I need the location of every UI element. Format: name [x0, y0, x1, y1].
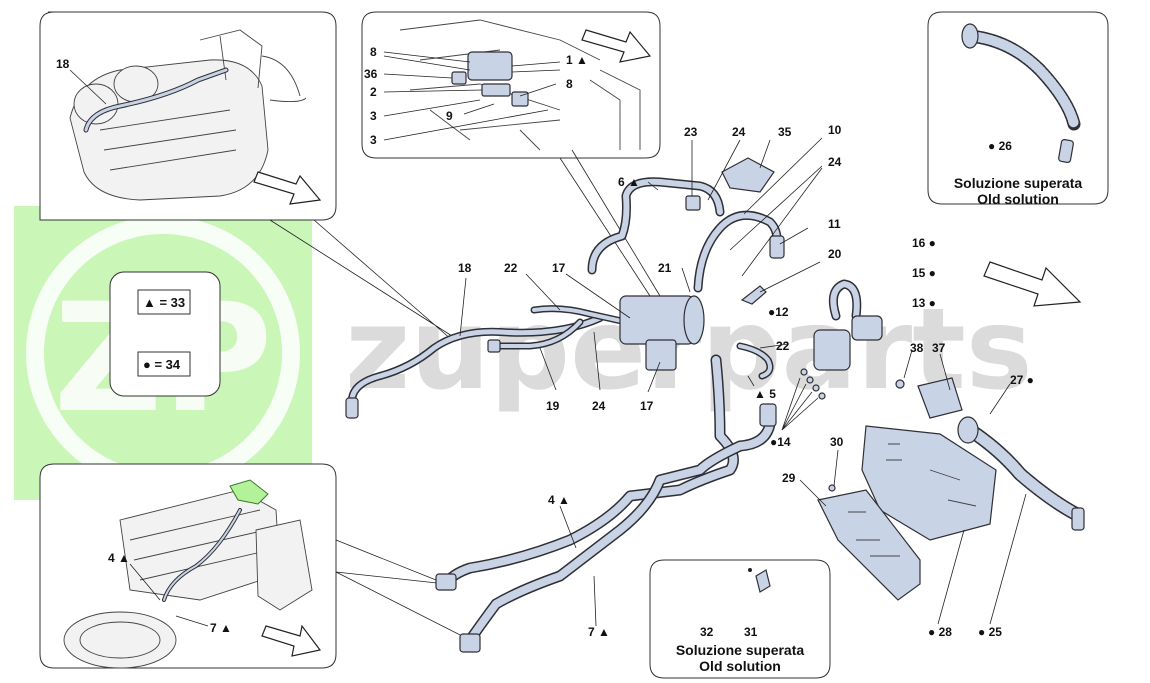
callout-14: ●14 [770, 435, 791, 449]
callout-37: 37 [932, 341, 946, 355]
detail-label-8a: 8 [370, 45, 377, 59]
callout-labels: 23 24 35 10 6 ▲ 24 11 20 21 18 22 17 16 … [458, 123, 1034, 639]
inset-leaders [269, 149, 661, 641]
callout-10: 10 [828, 123, 842, 137]
callout-21: 21 [658, 261, 672, 275]
callout-18: 18 [458, 261, 472, 275]
callout-16: 16 ● [912, 236, 936, 250]
detail-label-36: 36 [364, 67, 378, 81]
detail-label-2: 2 [370, 85, 377, 99]
callout-17-bottom: 17 [640, 399, 654, 413]
engine-bottom-label-7: 7 ▲ [210, 621, 232, 635]
callout-4: 4 ▲ [548, 493, 570, 507]
direction-arrow-icon [983, 261, 1082, 307]
direction-arrow-icon [253, 171, 322, 205]
callout-24-right: 24 [828, 155, 842, 169]
callout-19: 19 [546, 399, 560, 413]
callout-27: 27 ● [1010, 373, 1034, 387]
callout-13: 13 ● [912, 296, 936, 310]
callout-5: ▲ 5 [754, 387, 776, 401]
callout-15: 15 ● [912, 266, 936, 280]
engine-bottom-label-4: 4 ▲ [108, 551, 130, 565]
detail-inset-top: 8 1 ▲ 36 8 2 3 9 3 [361, 11, 661, 159]
callout-12: ●12 [768, 305, 789, 319]
detail-label-3b: 3 [370, 133, 377, 147]
old-solution-inset-bottom: 32 31 Soluzione superata Old solution [649, 559, 831, 679]
callout-17-top: 17 [552, 261, 566, 275]
callout-28: ● 28 [928, 625, 952, 639]
legend-circle-entry: ● = 34 [143, 357, 181, 372]
direction-arrow-icon [261, 624, 322, 657]
callout-6: 6 ▲ [618, 175, 640, 189]
callout-23: 23 [684, 125, 698, 139]
callout-22-left: 22 [504, 261, 518, 275]
old-solution-top-caption-it: Soluzione superata [954, 175, 1083, 191]
detail-label-9: 9 [446, 109, 453, 123]
detail-label-3a: 3 [370, 109, 377, 123]
callout-20: 20 [828, 247, 842, 261]
engine-top-label-18: 18 [56, 57, 70, 71]
callout-35: 35 [778, 125, 792, 139]
callout-11: 11 [828, 217, 841, 231]
engine-inset-top: 18 [39, 11, 337, 221]
callout-30: 30 [830, 435, 844, 449]
detail-label-1: 1 ▲ [566, 53, 588, 67]
direction-arrow-icon [581, 29, 652, 63]
legend-triangle-entry: ▲ = 33 [143, 295, 185, 310]
old-solution-bottom-label-31: 31 [744, 625, 758, 639]
callout-22-right: 22 [776, 339, 790, 353]
engine-inset-bottom: 4 ▲ 7 ▲ [39, 463, 337, 669]
callout-leaders [459, 137, 1027, 627]
detail-label-8b: 8 [566, 77, 573, 91]
old-solution-bottom-caption-en: Old solution [699, 658, 781, 674]
engine-sketch-top [69, 29, 307, 201]
old-solution-inset-top: ● 26 Soluzione superata Old solution [927, 11, 1109, 207]
callout-38: 38 [910, 341, 924, 355]
callout-24-top: 24 [732, 125, 746, 139]
main-hose-assembly [345, 157, 1085, 653]
old-solution-bottom-caption-it: Soluzione superata [676, 642, 805, 658]
symbol-legend: ▲ = 33 ● = 34 [109, 271, 221, 397]
old-solution-bottom-label-32: 32 [700, 625, 714, 639]
callout-24-bottom: 24 [592, 399, 606, 413]
callout-29: 29 [782, 471, 796, 485]
callout-7: 7 ▲ [588, 625, 610, 639]
old-solution-top-part-26: ● 26 [988, 139, 1012, 153]
old-solution-top-caption-en: Old solution [977, 191, 1059, 207]
callout-25: ● 25 [978, 625, 1002, 639]
